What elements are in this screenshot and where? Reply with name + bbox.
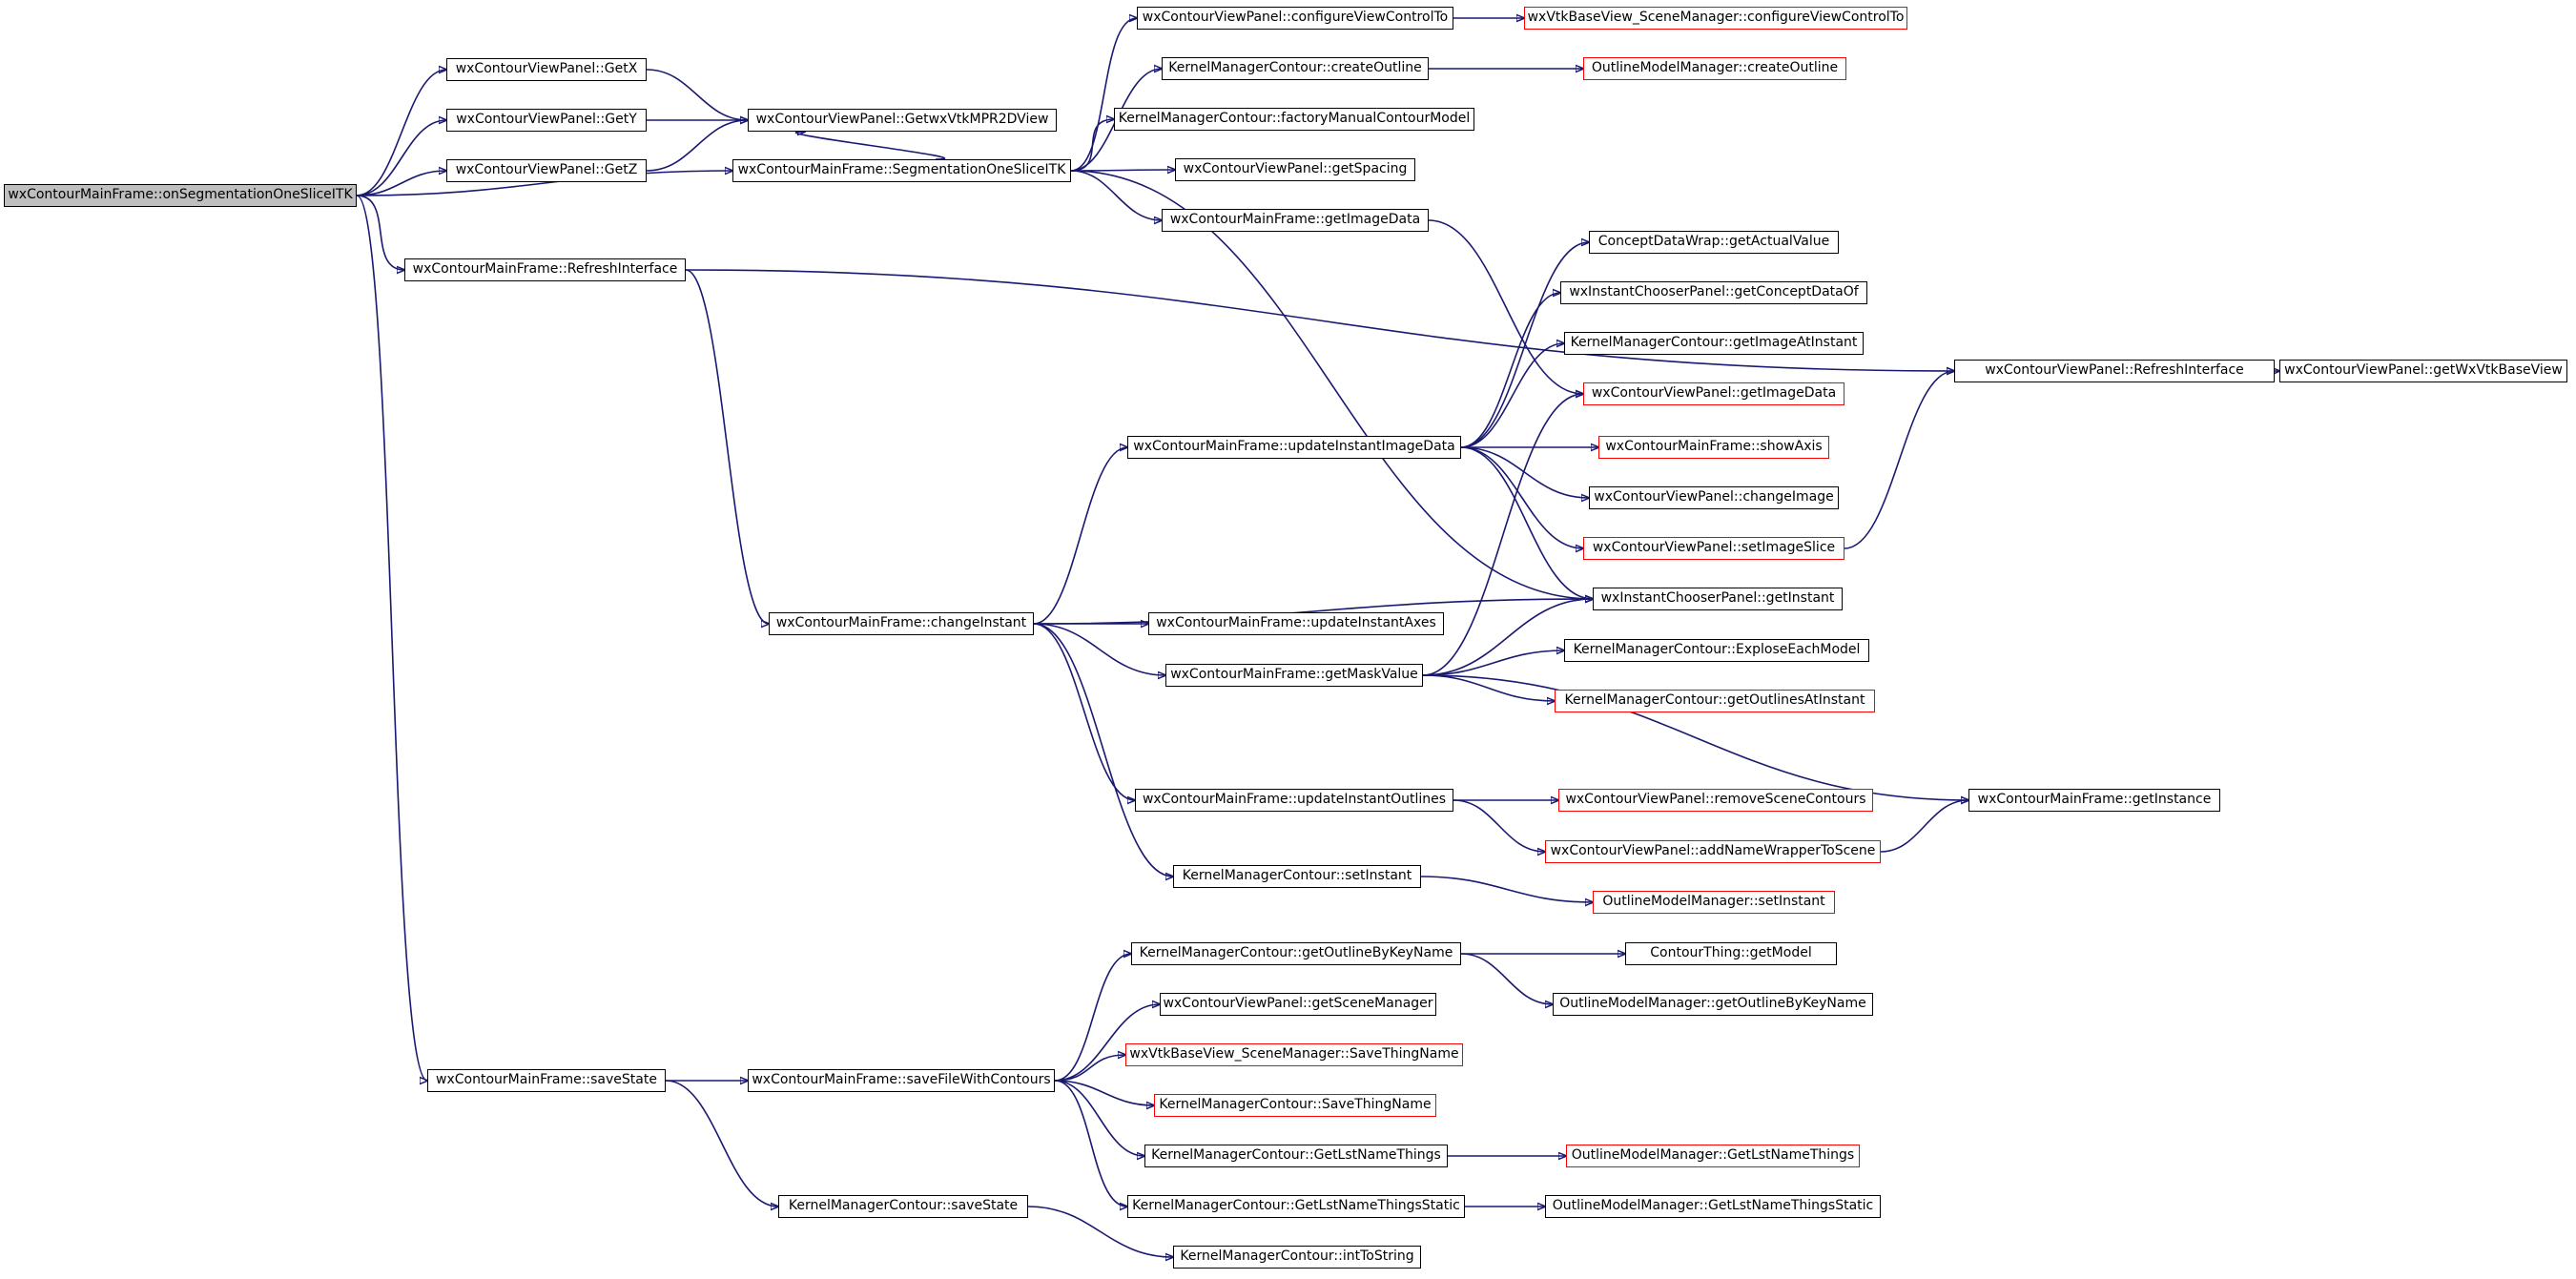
edge-root-getx — [356, 70, 446, 196]
node-getscenemgr[interactable]: wxContourViewPanel::getSceneManager — [1160, 993, 1436, 1016]
edge-segm-getimgmf — [1070, 170, 1162, 220]
node-omlststatic[interactable]: OutlineModelManager::GetLstNameThingsSta… — [1545, 1195, 1881, 1218]
node-getinstance[interactable]: wxContourMainFrame::getInstance — [1968, 789, 2220, 812]
node-showaxis[interactable]: wxContourMainFrame::showAxis — [1598, 436, 1829, 459]
edge-savefile-getbykey — [1054, 954, 1131, 1082]
node-savething1[interactable]: wxVtkBaseView_SceneManager::SaveThingNam… — [1125, 1043, 1463, 1066]
edge-updinstimg-setslice — [1460, 446, 1583, 548]
edge-getimgmf-getimgvp — [1428, 219, 1583, 394]
edge-updoutl-addname — [1453, 799, 1545, 852]
node-addname[interactable]: wxContourViewPanel::addNameWrapperToScen… — [1545, 840, 1881, 863]
edge-changeinst-getmask — [1033, 623, 1165, 675]
edge-segm-getspacing — [1070, 170, 1175, 171]
node-getspacing[interactable]: wxContourViewPanel::getSpacing — [1175, 158, 1415, 181]
node-explose[interactable]: KernelManagerContour::ExploseEachModel — [1564, 639, 1869, 662]
node-segm[interactable]: wxContourMainFrame::SegmentationOneSlice… — [732, 159, 1071, 182]
node-omcreate[interactable]: OutlineModelManager::createOutline — [1583, 57, 1846, 80]
edge-savefile-savething1 — [1054, 1055, 1125, 1082]
edge-root-savestate — [356, 195, 427, 1081]
edge-getmask-explose — [1422, 650, 1564, 676]
node-updoutl[interactable]: wxContourMainFrame::updateInstantOutline… — [1135, 789, 1453, 812]
edge-savefile-lststatic — [1054, 1080, 1127, 1207]
node-omlstthings[interactable]: OutlineModelManager::GetLstNameThings — [1566, 1145, 1860, 1167]
edge-segm-confpanel — [1070, 18, 1137, 172]
edge-getmask-getinstant — [1422, 599, 1593, 676]
edge-savefile-lstthings — [1054, 1080, 1144, 1156]
edge-refreshmf-changeinst — [685, 269, 769, 624]
edge-setinst-omsetinst — [1420, 876, 1593, 902]
edge-root-getz — [356, 171, 446, 196]
node-refreshmf[interactable]: wxContourMainFrame::RefreshInterface — [404, 258, 686, 281]
node-savestate[interactable]: wxContourMainFrame::saveState — [427, 1069, 666, 1092]
node-factory[interactable]: KernelManagerContour::factoryManualConto… — [1114, 108, 1474, 131]
edge-savefile-savething2 — [1054, 1080, 1154, 1105]
edge-updinstimg-imgatinst — [1460, 343, 1564, 448]
node-getmpr[interactable]: wxContourViewPanel::GetwxVtkMPR2DView — [748, 109, 1057, 132]
node-savething2[interactable]: KernelManagerContour::SaveThingName — [1154, 1094, 1436, 1117]
edge-setslice-refreshvp — [1844, 371, 1954, 549]
edge-changeinst-getinstant — [1033, 599, 1593, 625]
edge-addname-getinstance — [1880, 800, 1968, 853]
node-getimgmf[interactable]: wxContourMainFrame::getImageData — [1162, 209, 1429, 232]
node-getmodel[interactable]: ContourThing::getModel — [1625, 942, 1837, 965]
node-getbykey[interactable]: KernelManagerContour::getOutlineByKeyNam… — [1131, 942, 1461, 965]
node-lstthings[interactable]: KernelManagerContour::GetLstNameThings — [1144, 1145, 1448, 1167]
edge-getbykey-omgetbykey — [1460, 953, 1553, 1004]
edge-savestate-kmsavestate — [665, 1080, 778, 1207]
edge-segm-factory — [1070, 119, 1114, 172]
node-removescene[interactable]: wxContourViewPanel::removeSceneContours — [1558, 789, 1873, 812]
edge-getx-getmpr — [646, 69, 748, 120]
edge-root-refreshmf — [356, 195, 404, 270]
edge-changeinst-updinstimg — [1033, 447, 1127, 625]
node-conceptof[interactable]: wxInstantChooserPanel::getConceptDataOf — [1560, 281, 1867, 304]
node-lststatic[interactable]: KernelManagerContour::GetLstNameThingsSt… — [1127, 1195, 1465, 1218]
edge-getmask-getimgvp — [1422, 394, 1583, 676]
node-kmsavestate[interactable]: KernelManagerContour::saveState — [778, 1195, 1028, 1218]
node-confscene[interactable]: wxVtkBaseView_SceneManager::configureVie… — [1524, 7, 1907, 30]
edge-updinstimg-conceptval — [1460, 242, 1589, 448]
node-changeinst[interactable]: wxContourMainFrame::changeInstant — [769, 612, 1034, 635]
node-omgetbykey[interactable]: OutlineModelManager::getOutlineByKeyName — [1553, 993, 1873, 1016]
node-inttostr[interactable]: KernelManagerContour::intToString — [1173, 1246, 1421, 1269]
edge-getz-getmpr — [646, 120, 748, 172]
edge-changeinst-setinst — [1033, 623, 1173, 877]
node-refreshvp[interactable]: wxContourViewPanel::RefreshInterface — [1954, 360, 2275, 382]
node-imgatinst[interactable]: KernelManagerContour::getImageAtInstant — [1564, 332, 1864, 355]
node-omsetinst[interactable]: OutlineModelManager::setInstant — [1593, 891, 1835, 914]
edge-updinstimg-getinstant — [1460, 446, 1593, 599]
edge-refreshmf-refreshvp — [685, 269, 1954, 371]
edge-savefile-getscenemgr — [1054, 1004, 1160, 1082]
node-getinstant[interactable]: wxInstantChooserPanel::getInstant — [1593, 588, 1843, 610]
node-updinstimg[interactable]: wxContourMainFrame::updateInstantImageDa… — [1127, 436, 1461, 459]
node-setslice[interactable]: wxContourViewPanel::setImageSlice — [1583, 537, 1844, 560]
edge-kmsavestate-inttostr — [1027, 1206, 1173, 1257]
node-getwxvtk[interactable]: wxContourViewPanel::getWxVtkBaseView — [2279, 360, 2567, 382]
edge-segm-getinstant — [1070, 170, 1593, 599]
edge-root-gety — [356, 120, 446, 196]
node-outlinesat[interactable]: KernelManagerContour::getOutlinesAtInsta… — [1555, 690, 1875, 712]
node-createoutline[interactable]: KernelManagerContour::createOutline — [1162, 57, 1429, 80]
node-getimgvp[interactable]: wxContourViewPanel::getImageData — [1583, 382, 1844, 405]
node-updaxes[interactable]: wxContourMainFrame::updateInstantAxes — [1148, 612, 1444, 635]
edge-segm-getmpr — [794, 132, 946, 160]
edge-getmask-outlinesat — [1422, 674, 1555, 701]
edge-updinstimg-changeimg — [1460, 446, 1589, 498]
node-getx[interactable]: wxContourViewPanel::GetX — [446, 58, 647, 81]
node-gety[interactable]: wxContourViewPanel::GetY — [446, 109, 647, 132]
node-confpanel[interactable]: wxContourViewPanel::configureViewControl… — [1137, 7, 1453, 30]
edge-root-segm — [356, 171, 732, 196]
node-conceptval[interactable]: ConceptDataWrap::getActualValue — [1589, 231, 1839, 254]
node-setinst[interactable]: KernelManagerContour::setInstant — [1173, 865, 1421, 888]
node-root[interactable]: wxContourMainFrame::onSegmentationOneSli… — [4, 184, 357, 207]
edge-changeinst-updoutl — [1033, 623, 1135, 800]
node-savefile[interactable]: wxContourMainFrame::saveFileWithContours — [748, 1069, 1055, 1092]
edge-getmask-getinstance — [1422, 674, 1968, 800]
node-getmask[interactable]: wxContourMainFrame::getMaskValue — [1165, 664, 1423, 687]
node-getz[interactable]: wxContourViewPanel::GetZ — [446, 159, 647, 182]
edge-updinstimg-conceptof — [1460, 293, 1560, 448]
node-changeimg[interactable]: wxContourViewPanel::changeImage — [1589, 486, 1839, 509]
